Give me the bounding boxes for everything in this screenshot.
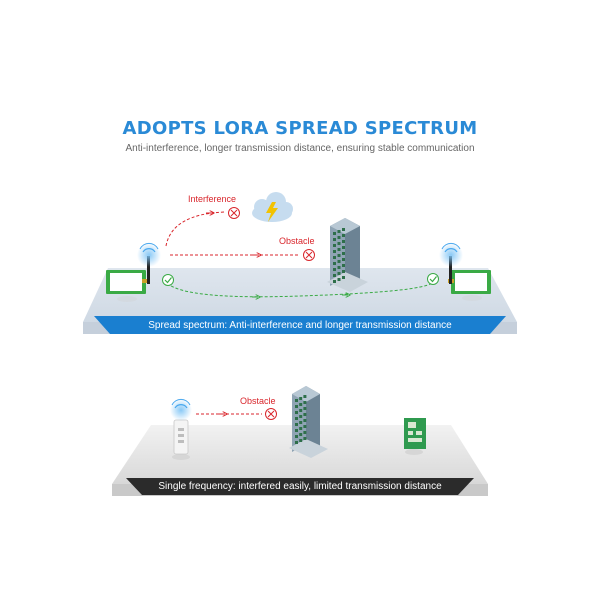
spread-spectrum-scene — [83, 192, 517, 334]
building-window — [303, 437, 307, 440]
building-window — [333, 274, 336, 277]
transmitter-device-icon — [170, 398, 192, 460]
building-window — [295, 405, 298, 408]
building-window — [337, 260, 341, 263]
building-window — [333, 268, 336, 271]
interference-blocked-icon — [228, 207, 240, 219]
building-window — [342, 258, 345, 261]
building-window — [337, 236, 341, 239]
building-window — [333, 244, 336, 247]
building-window — [333, 250, 336, 253]
page-subtitle: Anti-interference, longer transmission d… — [125, 143, 475, 154]
building-window — [333, 256, 336, 259]
interference-signal-path — [165, 211, 226, 247]
building-window — [337, 254, 341, 257]
building-window — [303, 395, 307, 398]
building-obstacle-icon-2 — [289, 386, 328, 458]
building-window — [299, 427, 303, 430]
building-window — [333, 280, 336, 283]
bottom-caption-ribbon — [126, 478, 474, 495]
building-window — [337, 230, 341, 233]
obstacle-label-bottom: Obstacle — [240, 396, 276, 406]
building-window — [299, 421, 303, 424]
building-window — [295, 417, 298, 420]
building-window — [342, 270, 345, 273]
building-window — [342, 234, 345, 237]
single-frequency-blocked-icon — [265, 408, 277, 420]
top-platform — [83, 268, 517, 322]
building-window — [299, 433, 303, 436]
building-window — [295, 435, 298, 438]
right-lora-module-icon — [439, 242, 491, 301]
building-window — [342, 276, 345, 279]
building-window — [299, 439, 303, 442]
building-window — [337, 272, 341, 275]
building-window — [342, 228, 345, 231]
left-lora-module-icon — [106, 242, 161, 302]
building-window — [303, 419, 307, 422]
building-window — [299, 409, 303, 412]
bottom-platform — [112, 425, 488, 484]
building-window — [337, 266, 341, 269]
building-window — [299, 397, 303, 400]
building-window — [299, 415, 303, 418]
spread-spectrum-signal-path — [166, 282, 433, 298]
building-window — [303, 401, 307, 404]
building-window — [342, 252, 345, 255]
building-window — [303, 425, 307, 428]
building-window — [295, 441, 298, 444]
building-window — [295, 399, 298, 402]
single-frequency-scene — [112, 386, 488, 496]
receiver-board-icon — [404, 418, 426, 455]
building-window — [295, 411, 298, 414]
building-window — [333, 232, 336, 235]
building-window — [295, 423, 298, 426]
top-caption-ribbon — [94, 316, 506, 334]
building-window — [333, 262, 336, 265]
building-window — [303, 407, 307, 410]
obstacle-label: Obstacle — [279, 236, 315, 246]
page-title: ADOPTS LORA SPREAD SPECTRUM — [122, 118, 478, 139]
building-window — [303, 413, 307, 416]
building-window — [342, 246, 345, 249]
single-frequency-caption: Single frequency: interfered easily, lim… — [158, 481, 442, 492]
building-window — [337, 278, 341, 281]
interference-label: Interference — [188, 194, 237, 204]
building-window — [337, 248, 341, 251]
building-window — [295, 429, 298, 432]
building-window — [342, 264, 345, 267]
building-window — [342, 240, 345, 243]
left-success-check-icon — [162, 274, 174, 286]
obstacle-blocked-icon — [303, 249, 315, 261]
building-window — [299, 403, 303, 406]
building-window — [303, 431, 307, 434]
building-window — [333, 238, 336, 241]
spread-spectrum-caption: Spread spectrum: Anti-interference and l… — [148, 320, 452, 331]
right-success-check-icon — [427, 273, 439, 285]
thunder-cloud-icon — [252, 192, 293, 222]
building-window — [337, 242, 341, 245]
